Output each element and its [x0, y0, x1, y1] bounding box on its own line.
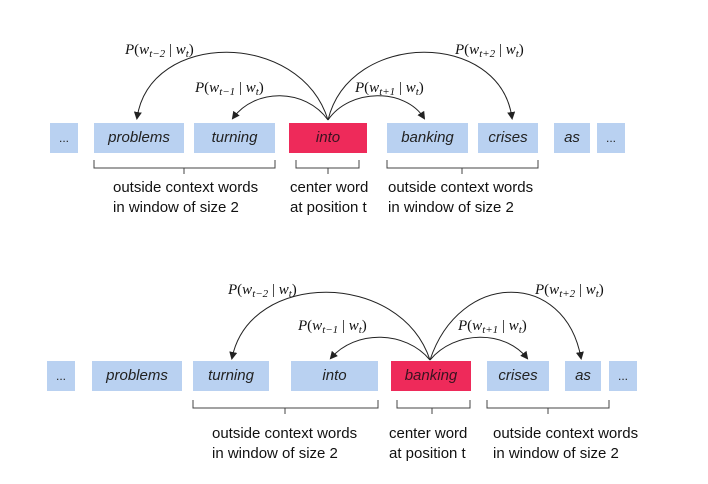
word-box-center-into: into [289, 123, 367, 153]
word-box-problems: problems [92, 361, 182, 391]
word-box-ellipsis-right: ... [597, 123, 625, 153]
prob-1-t-plus-1: P(wt+1 | wt) [355, 80, 424, 98]
word-box-as: as [554, 123, 590, 153]
prob-2-t-minus-1: P(wt−1 | wt) [298, 318, 367, 336]
prob-1-t-plus-2: P(wt+2 | wt) [455, 42, 524, 60]
arc-2-t-minus-1 [329, 336, 431, 361]
word-box-ellipsis-left: ... [47, 361, 75, 391]
word-box-turning: turning [193, 361, 269, 391]
bracket-2-left [192, 400, 379, 414]
arc-2-t-plus-1 [429, 336, 529, 361]
prob-2-t-plus-1: P(wt+1 | wt) [458, 318, 527, 336]
label-1-left: outside context words in window of size … [113, 179, 259, 216]
word-box-ellipsis-right: ... [609, 361, 637, 391]
label-2-right: outside context words in window of size … [493, 425, 639, 462]
word-box-problems: problems [94, 123, 184, 153]
word-box-center-banking: banking [391, 361, 471, 391]
bracket-1-left [93, 160, 276, 174]
arc-1-t-plus-1 [327, 95, 426, 121]
arc-1-t-plus-2 [327, 51, 516, 121]
prob-1-t-minus-1: P(wt−1 | wt) [195, 80, 264, 98]
bracket-2-center [396, 400, 471, 414]
label-2-left: outside context words in window of size … [212, 425, 358, 462]
label-1-right: outside context words in window of size … [388, 179, 534, 216]
prob-2-t-minus-2: P(wt−2 | wt) [228, 282, 297, 300]
bracket-2-right [486, 400, 610, 414]
word-box-ellipsis-left: ... [50, 123, 78, 153]
word-box-banking: banking [387, 123, 468, 153]
prob-1-t-minus-2: P(wt−2 | wt) [125, 42, 194, 60]
word-box-crises: crises [478, 123, 538, 153]
arc-1-t-minus-1 [231, 95, 329, 121]
arc-2-t-minus-2 [229, 291, 431, 361]
word-box-as: as [565, 361, 601, 391]
bracket-1-center [295, 160, 360, 174]
word-box-into: into [291, 361, 378, 391]
word-box-crises: crises [487, 361, 549, 391]
prob-2-t-plus-2: P(wt+2 | wt) [535, 282, 604, 300]
arc-1-t-minus-2 [133, 51, 329, 121]
bracket-1-right [386, 160, 539, 174]
label-2-center: center word at position t [389, 425, 468, 462]
arc-2-t-plus-2 [429, 291, 584, 361]
label-1-center: center word at position t [290, 179, 369, 216]
word-box-turning: turning [194, 123, 275, 153]
